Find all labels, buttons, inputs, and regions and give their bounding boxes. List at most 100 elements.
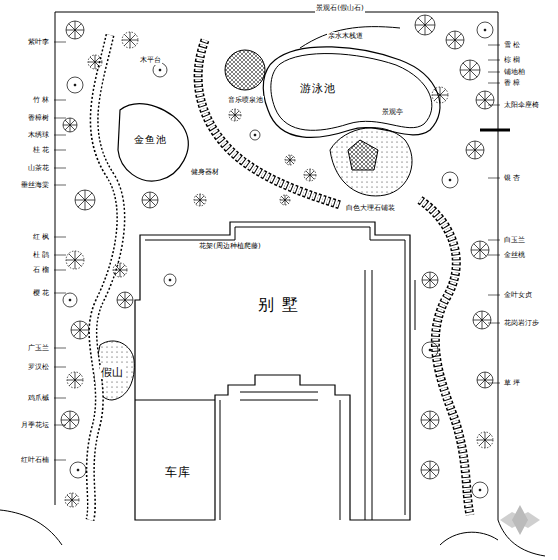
leader-line: [488, 323, 500, 324]
area-name: 车库: [163, 464, 193, 481]
area-name: 别墅: [256, 295, 308, 316]
area-name: 金鱼池: [132, 133, 169, 147]
leader-line: [54, 398, 66, 399]
plant-label: 太阳伞座椅: [503, 101, 540, 110]
leader-line: [488, 60, 500, 61]
leader-line: [488, 105, 500, 106]
leader-line: [54, 425, 66, 426]
plant-label: 樱 花: [32, 289, 50, 298]
plant-symbol: [473, 311, 491, 329]
plant-label: 白玉兰: [503, 236, 526, 245]
plant-label: 金叶女贞: [503, 291, 533, 300]
plant-label: 草 坪: [503, 379, 521, 388]
plant-symbol: [153, 63, 167, 77]
plant-label: 花架(周边种植爬藤): [198, 242, 261, 251]
plant-symbol: [285, 155, 295, 165]
plant-symbol: [67, 372, 83, 388]
plant-label: 香樟树: [27, 114, 50, 123]
plant-symbol: [421, 411, 439, 429]
plant-symbol: [194, 194, 206, 206]
road-edge: [0, 510, 62, 545]
villa-wall: [365, 270, 415, 520]
stepping-path: [198, 40, 340, 205]
leader-line: [54, 348, 66, 349]
plant-label: 亲水木栈道: [327, 32, 364, 41]
road-edge: [440, 532, 498, 545]
stepping-path: [420, 200, 470, 515]
plant-symbol: [476, 91, 494, 109]
entrance-steps: [240, 392, 318, 400]
building-area: 车库: [163, 464, 193, 481]
plant-label: 音乐喷泉池: [227, 96, 264, 105]
leader-line: [488, 240, 500, 241]
leader-line: [488, 383, 500, 384]
plant-label: 木绣球: [27, 131, 50, 140]
leader-line: [488, 255, 500, 256]
water-area: 金鱼池: [132, 133, 169, 147]
plant-label: 鸡爪槭: [27, 394, 50, 403]
leader-line: [488, 83, 500, 84]
plant-symbol: [67, 77, 83, 93]
plant-label: 香 樟: [503, 79, 521, 88]
plant-symbol: [472, 482, 488, 498]
plant-label: 桂 花: [32, 146, 50, 155]
pool-coping: [271, 54, 432, 131]
plant-symbol: [113, 263, 127, 277]
pavilion: [348, 140, 378, 170]
plant-label: 山茶花: [27, 164, 50, 173]
garage-wall: [135, 400, 340, 520]
plant-label: 罗汉松: [27, 363, 50, 372]
pebble-path: [90, 35, 121, 520]
plant-label: 木平台: [139, 56, 162, 65]
plant-symbol: [71, 321, 89, 339]
leader-line: [54, 42, 66, 43]
plant-label: 棕 榈: [503, 56, 521, 65]
plant-symbol: [63, 293, 77, 307]
plant-symbol: [421, 461, 439, 479]
plant-label: 广玉兰: [27, 344, 50, 353]
leader-line: [54, 237, 66, 238]
leader-line: [54, 367, 66, 368]
stepping-path: [420, 200, 470, 515]
plant-label: 红叶石楠: [20, 456, 50, 465]
plant-symbol: [304, 169, 316, 181]
gate-bar: [480, 129, 510, 132]
plant-symbol: [66, 251, 84, 269]
villa-outline: [135, 222, 410, 520]
leader-line: [54, 185, 66, 186]
plant-symbol: [422, 272, 438, 288]
fish-pond: [118, 104, 188, 181]
plant-symbol: [61, 411, 79, 429]
leader-line: [54, 270, 66, 271]
plant-label: 垂丝海棠: [20, 181, 50, 190]
leader-line: [54, 100, 66, 101]
watermark-logo: [500, 505, 540, 535]
plant-symbol: [70, 462, 86, 478]
plant-symbol: [442, 172, 458, 188]
plant-symbol: [142, 192, 158, 208]
plant-label: 紫叶李: [27, 38, 50, 47]
marble-paving: [330, 128, 412, 196]
plant-symbol: [66, 21, 84, 39]
plant-label: 假山: [100, 366, 124, 379]
plant-label: 竹 林: [32, 96, 50, 105]
plant-symbol: [88, 55, 102, 69]
plant-symbol: [466, 141, 484, 159]
leader-line: [54, 293, 66, 294]
plant-symbol: [280, 195, 290, 205]
plant-symbol: [229, 109, 241, 121]
plant-symbol: [471, 241, 489, 259]
plant-label: 石 榴: [32, 266, 50, 275]
plant-symbol: [422, 342, 438, 358]
leader-line: [54, 135, 66, 136]
fountain-pool: [225, 50, 265, 90]
plant-symbol: [477, 432, 493, 448]
plant-symbol: [250, 130, 260, 140]
plant-label: 健身器材: [190, 168, 220, 177]
site-boundary: [55, 12, 56, 505]
leader-line: [54, 460, 66, 461]
leader-line: [54, 150, 66, 151]
plant-label: 银 杏: [503, 174, 521, 183]
plant-label: 景观亭: [381, 108, 404, 117]
